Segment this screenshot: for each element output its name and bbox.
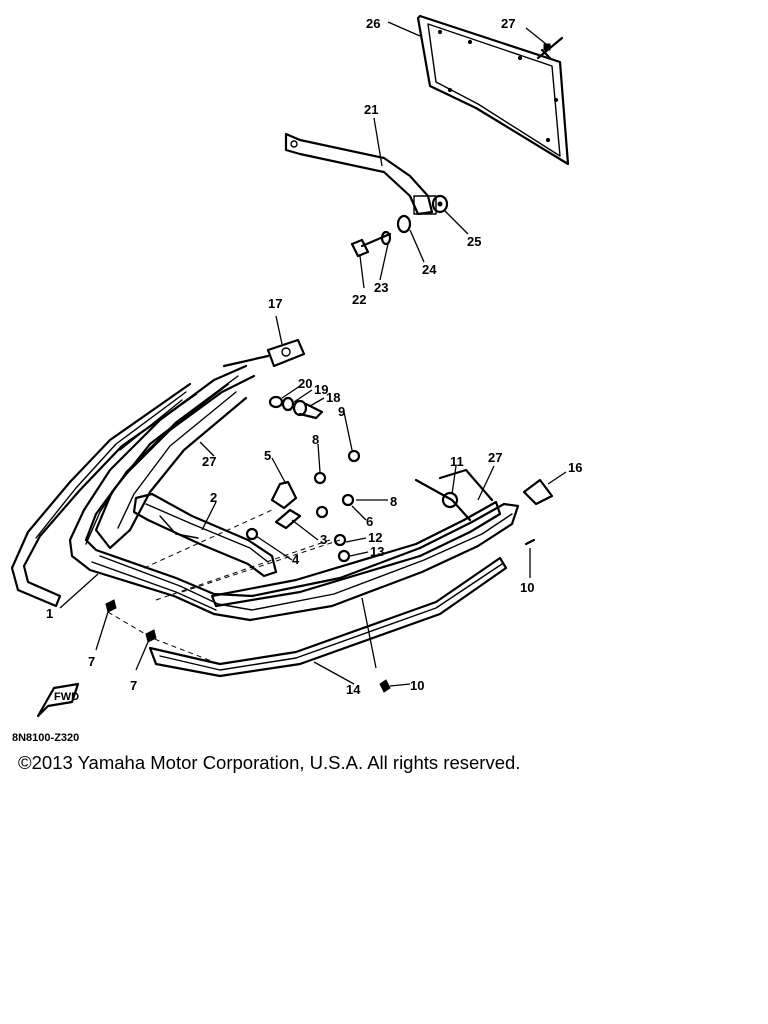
callout-24: 25 [467, 234, 481, 249]
callout-27a: 27 [202, 454, 216, 469]
copyright-notice: ©2013 Yamaha Motor Corporation, U.S.A. A… [18, 752, 521, 773]
callout-16: 17 [268, 296, 282, 311]
callout-26: 27 [501, 16, 515, 31]
assembly-lines [107, 509, 341, 663]
callout-5: 5 [264, 448, 271, 463]
lower-strip [148, 556, 508, 678]
callout-11: 11 [450, 454, 464, 469]
callout-3: 3 [320, 532, 327, 547]
callout-6: 6 [366, 514, 373, 529]
bracket-guard [132, 492, 278, 578]
callout-21: 22 [352, 292, 366, 307]
bolt-washers [268, 395, 324, 420]
callout-17: 18 [326, 390, 340, 405]
fwd-arrow-icon: FWD [36, 682, 79, 718]
panel-plate [416, 14, 570, 166]
clip-bracket [222, 338, 306, 368]
callout-23: 24 [422, 262, 437, 277]
callout-10a: 10 [520, 580, 534, 595]
inner-rail [94, 382, 248, 550]
fasteners [105, 449, 554, 693]
callout-25: 26 [366, 16, 380, 31]
callout-8b: 8 [390, 494, 397, 509]
fwd-label: FWD [54, 691, 79, 703]
bumper-frame [68, 364, 520, 622]
callout-15: 16 [568, 460, 582, 475]
callout-10b: 10 [410, 678, 424, 693]
callout-22: 23 [374, 280, 388, 295]
callout-7a: 7 [88, 654, 95, 669]
pin [536, 36, 564, 60]
callout-2: 2 [210, 490, 217, 505]
drawing-code: 8N8100-Z320 [12, 732, 79, 744]
callout-7b: 7 [130, 678, 137, 693]
callout-4: 4 [292, 552, 300, 567]
leader-lines [59, 21, 567, 687]
left-moulding [10, 382, 198, 608]
callout-19: 20 [298, 376, 312, 391]
callout-14: 14 [346, 682, 361, 697]
callout-1: 1 [46, 606, 53, 621]
callout-20: 21 [364, 102, 378, 117]
callout-27b: 27 [488, 450, 502, 465]
callouts: 26 27 21 25 24 23 22 17 20 19 18 9 8 27 … [46, 16, 582, 697]
callout-13: 13 [370, 544, 384, 559]
bracket-stay [284, 132, 437, 216]
callout-18: 19 [314, 382, 328, 397]
callout-8a: 8 [312, 432, 319, 447]
bolt-assembly [350, 194, 449, 258]
callout-12: 12 [368, 530, 382, 545]
callout-9: 9 [338, 404, 345, 419]
